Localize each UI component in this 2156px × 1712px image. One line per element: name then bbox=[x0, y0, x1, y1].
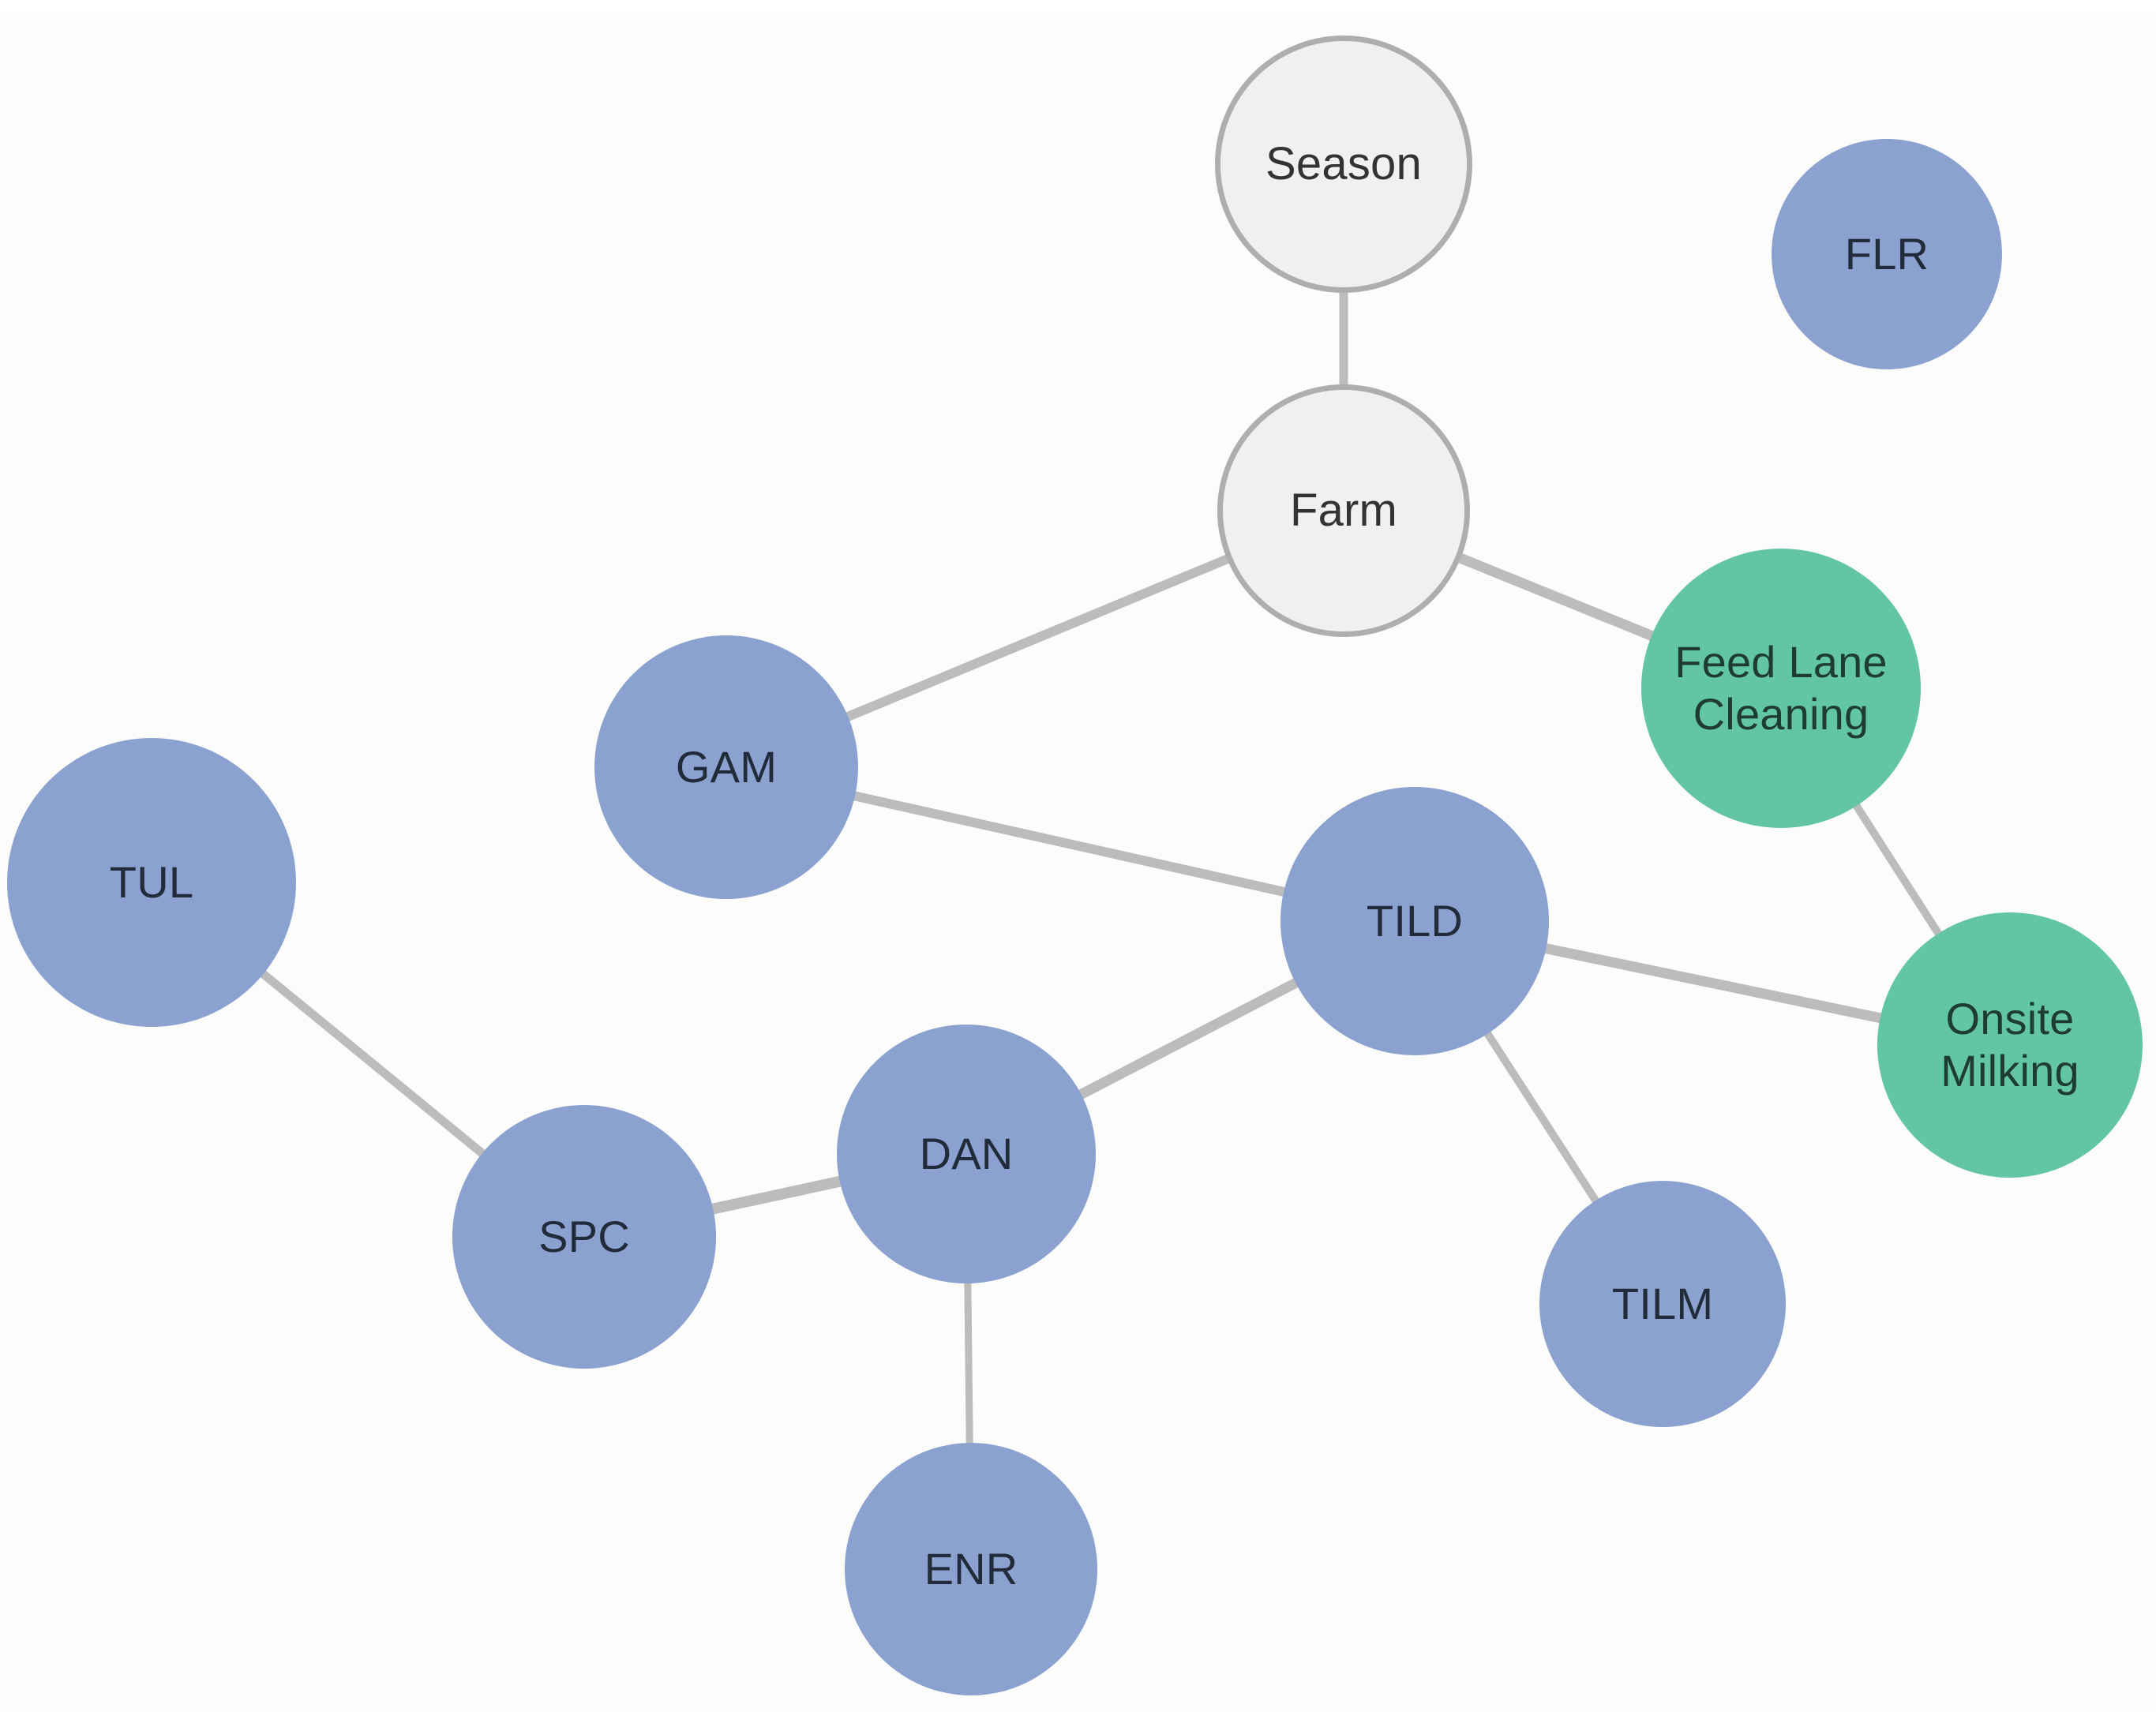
graph-node-dan[interactable]: DAN bbox=[837, 1025, 1096, 1283]
graph-edge bbox=[708, 1175, 845, 1216]
graph-edge bbox=[850, 790, 1288, 897]
graph-node-season[interactable]: Season bbox=[1215, 36, 1472, 293]
graph-node-label: GAM bbox=[675, 742, 778, 792]
graph-node-label: TILD bbox=[1366, 896, 1464, 946]
graph-node-label: Feed Lane Cleaning bbox=[1674, 637, 1888, 739]
graph-edge bbox=[1851, 800, 1944, 938]
graph-edge bbox=[257, 968, 488, 1159]
graph-node-label: Onsite Milking bbox=[1940, 994, 2079, 1096]
graph-node-label: FLR bbox=[1844, 229, 1929, 279]
graph-node-gam[interactable]: GAM bbox=[594, 635, 858, 899]
graph-node-tilm[interactable]: TILM bbox=[1539, 1181, 1786, 1427]
graph-node-onsite[interactable]: Onsite Milking bbox=[1877, 912, 2143, 1178]
graph-node-label: DAN bbox=[919, 1129, 1014, 1179]
graph-node-flc[interactable]: Feed Lane Cleaning bbox=[1641, 549, 1921, 828]
graph-edge bbox=[1075, 976, 1301, 1101]
graph-node-flr[interactable]: FLR bbox=[1772, 139, 2002, 369]
graph-node-label: Farm bbox=[1289, 485, 1398, 537]
graph-node-tul[interactable]: TUL bbox=[7, 738, 296, 1027]
graph-edge bbox=[843, 553, 1232, 722]
graph-edge bbox=[1456, 552, 1657, 642]
graph-node-label: TUL bbox=[109, 857, 194, 908]
graph-node-enr[interactable]: ENR bbox=[845, 1443, 1097, 1695]
graph-edge bbox=[1483, 1028, 1601, 1206]
canvas-top-margin bbox=[0, 0, 2156, 11]
graph-node-tild[interactable]: TILD bbox=[1280, 787, 1549, 1055]
graph-edge bbox=[1542, 942, 1884, 1024]
graph-node-label: Season bbox=[1265, 138, 1422, 190]
graph-node-spc[interactable]: SPC bbox=[452, 1105, 716, 1369]
graph-node-label: SPC bbox=[538, 1212, 630, 1262]
graph-node-label: ENR bbox=[924, 1544, 1018, 1594]
graph-node-label: TILM bbox=[1611, 1279, 1714, 1329]
graph-edge bbox=[964, 1279, 973, 1447]
graph-node-farm[interactable]: Farm bbox=[1217, 384, 1470, 637]
